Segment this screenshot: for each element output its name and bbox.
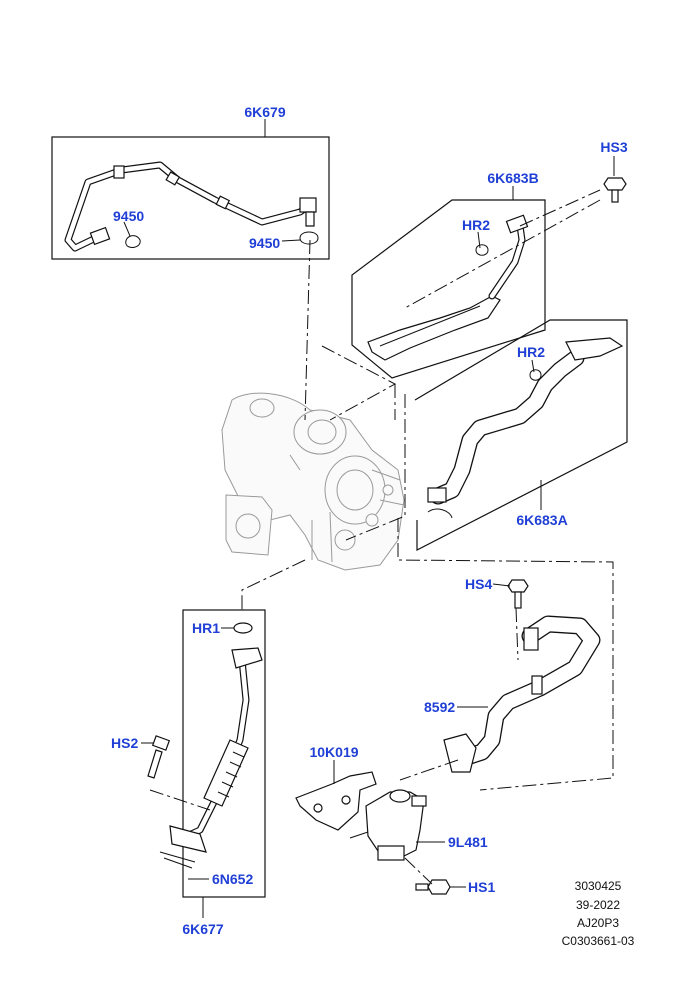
reference-line-3: AJ20P3 bbox=[577, 916, 619, 930]
label-hs1: HS1 bbox=[468, 879, 495, 895]
pipe-6k683b bbox=[475, 214, 529, 300]
reference-line-1: 3030425 bbox=[575, 879, 622, 893]
box-6k677 bbox=[182, 609, 266, 898]
heat-shield-6k683b bbox=[367, 295, 501, 361]
label-9450-left: 9450 bbox=[113, 208, 144, 224]
label-hs4: HS4 bbox=[465, 576, 492, 592]
box-6k683a bbox=[414, 319, 628, 551]
leader-lines bbox=[123, 119, 615, 918]
label-hs3: HS3 bbox=[600, 139, 627, 155]
label-9450-right: 9450 bbox=[249, 235, 280, 251]
label-6k677: 6K677 bbox=[182, 921, 223, 937]
box-6k679 bbox=[51, 136, 330, 260]
bolt-hs4 bbox=[507, 579, 529, 609]
label-hr2-lower: HR2 bbox=[517, 344, 545, 360]
label-hr1: HR1 bbox=[192, 620, 220, 636]
oil-feed-pipe-6k679 bbox=[64, 161, 319, 252]
part-labels: 6K679 9450 9450 6K683B HR2 HS3 HR2 6K683… bbox=[111, 104, 628, 937]
oil-drain-pipe-6k677 bbox=[159, 622, 263, 869]
label-hs2: HS2 bbox=[111, 735, 138, 751]
bolt-hs1 bbox=[415, 879, 451, 895]
label-9l481: 9L481 bbox=[448, 834, 488, 850]
label-6k683a: 6K683A bbox=[516, 512, 567, 528]
reference-line-4: C0303661-03 bbox=[562, 934, 635, 948]
box-6k683b bbox=[351, 199, 546, 379]
label-8592: 8592 bbox=[424, 699, 455, 715]
label-10k019: 10K019 bbox=[309, 744, 358, 760]
bolt-hs3 bbox=[603, 177, 627, 203]
label-6n652: 6N652 bbox=[212, 871, 253, 887]
reference-line-2: 39-2022 bbox=[576, 898, 620, 912]
assembly-lines bbox=[149, 189, 614, 885]
label-hr2-upper: HR2 bbox=[462, 217, 490, 233]
hose-6k683a bbox=[427, 337, 624, 519]
coolant-hose-8592 bbox=[443, 615, 601, 773]
label-6k683b: 6K683B bbox=[487, 170, 538, 186]
bolt-hs2 bbox=[147, 735, 171, 779]
turbocharger-ghost bbox=[221, 392, 405, 571]
bracket-10k019 bbox=[295, 771, 377, 831]
label-6k679: 6K679 bbox=[244, 104, 285, 120]
reference-block: 3030425 39-2022 AJ20P3 C0303661-03 bbox=[562, 879, 635, 948]
housing-9l481 bbox=[349, 789, 427, 861]
